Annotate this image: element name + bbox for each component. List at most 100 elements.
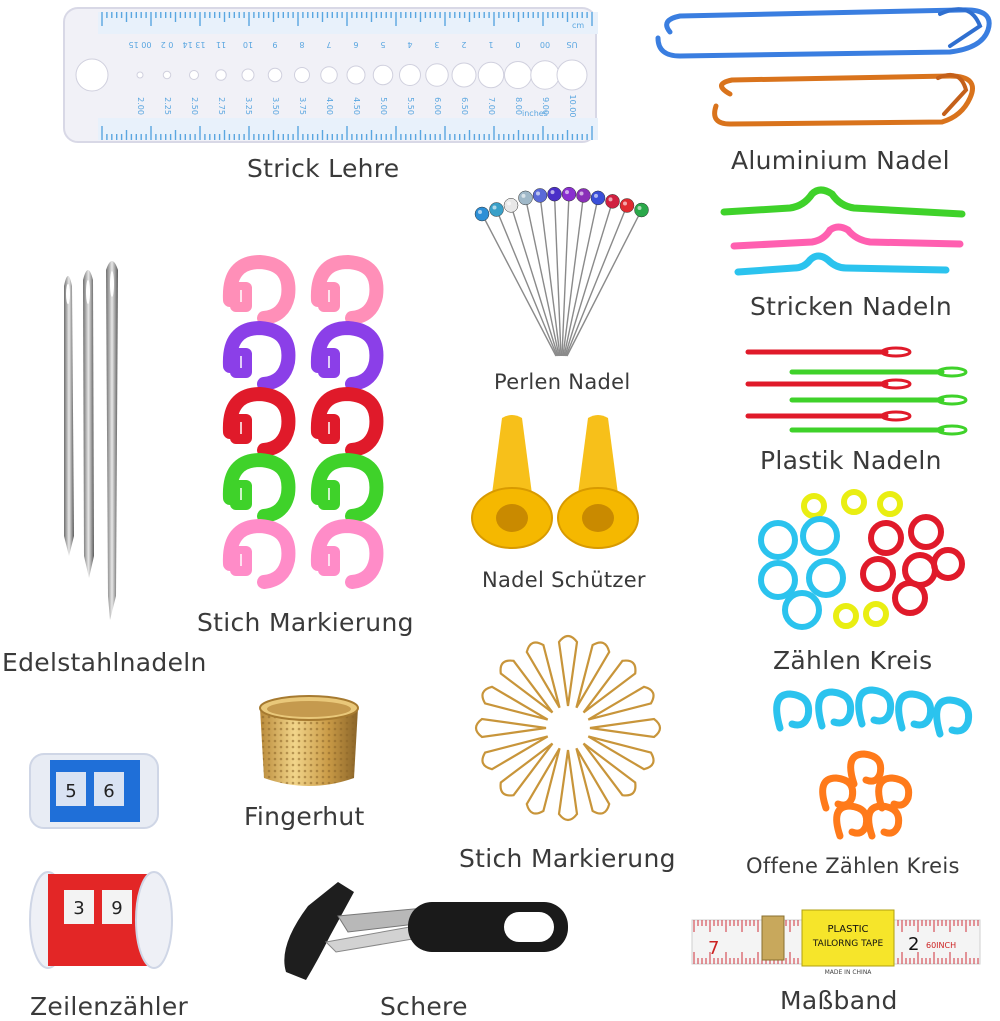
gauge-mm-size: 8.00	[514, 97, 523, 115]
plastic-needle-eye	[936, 366, 968, 378]
gauge-hole	[346, 65, 366, 85]
pin-head	[547, 186, 562, 202]
stitch-marker	[310, 386, 384, 457]
stitch-marker	[310, 518, 384, 589]
pin-head	[518, 190, 533, 206]
open-ring	[847, 750, 885, 788]
gauge-hole	[320, 66, 338, 84]
cable-needles	[720, 184, 970, 284]
label-perlen-nadel: Perlen Nadel	[494, 370, 631, 394]
pin-shaft	[495, 209, 558, 357]
open-ring	[773, 690, 813, 732]
gauge-mm-size: 4.00	[325, 97, 334, 115]
gauge-hole	[372, 64, 394, 86]
pin-head	[489, 202, 504, 217]
row-counter-red: 3 9	[28, 868, 174, 972]
thread-snips-scissors	[278, 876, 578, 988]
open-ring	[865, 802, 903, 840]
coilless-pin	[474, 717, 547, 739]
locking-stitch-markers	[218, 254, 388, 589]
gauge-inch-label: inches	[522, 109, 548, 118]
plastic-needle-eye	[880, 378, 912, 390]
coilless-pin	[589, 717, 662, 739]
gauge-hole	[136, 71, 144, 79]
gauge-mm-size: 5.50	[406, 97, 415, 115]
coilless-pin	[587, 735, 655, 771]
gauge-us-size: 10	[243, 40, 253, 49]
pin-highlight	[623, 201, 627, 206]
gauge-us-size: 0 2	[161, 40, 174, 49]
label-fingerhut: Fingerhut	[244, 802, 365, 831]
gauge-hole	[451, 62, 477, 88]
gauge-us-size: 13 14	[183, 40, 206, 49]
gauge-us-size: 0	[515, 40, 520, 49]
plastic-needle-eye	[880, 410, 912, 422]
gauge-us-size: 1	[488, 40, 493, 49]
gauge-hole	[399, 64, 421, 86]
coilless-pin	[575, 747, 611, 815]
open-ring	[933, 696, 973, 738]
steel-darning-needles	[52, 256, 132, 626]
pin-shaft	[561, 194, 570, 357]
plastic-needle-eye	[936, 394, 968, 406]
open-ring	[875, 774, 913, 812]
pin-head	[561, 186, 577, 202]
pin-highlight	[507, 201, 511, 206]
tape-measure: 7 2 60INCH PLASTIC TAILORNG TAPE MADE IN…	[690, 909, 982, 980]
gauge-hole	[162, 70, 172, 80]
counting-ring	[758, 520, 798, 560]
stitch-marker	[310, 320, 384, 391]
coilless-pin	[557, 634, 579, 707]
gauge-mm-size: 2.75	[217, 97, 226, 115]
plastic-needles	[744, 342, 970, 442]
coilless-pin	[587, 685, 655, 721]
coilless-stitch-markers	[468, 628, 668, 828]
counting-ring	[800, 516, 840, 556]
gauge-cm-label: cm	[572, 21, 584, 30]
gauge-us-size: 5	[380, 40, 385, 49]
gauge-hole	[215, 69, 227, 81]
label-strick-lehre: Strick Lehre	[247, 154, 400, 183]
gauge-us-size: 7	[326, 40, 331, 49]
stitch-marker	[310, 452, 384, 523]
pin-head	[503, 198, 519, 213]
row-counter-red-right-digit: 9	[111, 898, 122, 919]
pin-shaft	[481, 213, 557, 357]
pin-highlight	[550, 190, 555, 195]
label-edelstahlnadeln: Edelstahlnadeln	[2, 648, 207, 677]
counting-ring	[908, 514, 944, 550]
pin-head	[634, 202, 649, 218]
gauge-hole	[425, 63, 449, 87]
label-stich-markierung-1: Stich Markierung	[197, 608, 414, 637]
pin-shaft	[565, 205, 628, 357]
pin-head	[474, 206, 490, 222]
counting-ring	[801, 493, 827, 519]
pin-shaft	[566, 209, 643, 357]
gauge-us-size: 11	[216, 40, 226, 49]
gauge-mm-size: 4.50	[352, 97, 361, 115]
counting-ring	[931, 547, 965, 581]
coilless-pin	[499, 742, 554, 797]
gauge-mm-size: 3.50	[271, 97, 280, 115]
pin-shaft	[563, 197, 599, 357]
counting-ring	[863, 601, 889, 627]
label-zeilenzaehler: Zeilenzähler	[30, 992, 189, 1021]
pin-head	[619, 198, 635, 213]
gauge-us-size: 4	[407, 40, 412, 49]
open-ring	[815, 688, 855, 730]
label-schere: Schere	[380, 992, 468, 1021]
coilless-pin	[582, 659, 637, 714]
gauge-mm-size: 10.00	[568, 95, 577, 118]
gauge-mm-size: 2.25	[163, 97, 172, 115]
pin-shaft	[510, 205, 559, 357]
label-plastik-nadeln: Plastik Nadeln	[760, 446, 942, 475]
row-counter-red-left-digit: 3	[73, 898, 84, 919]
pin-highlight	[565, 190, 569, 195]
label-massband: Maßband	[780, 986, 898, 1015]
pin-highlight	[579, 191, 584, 196]
pearl-head-pins	[470, 186, 660, 362]
pin-head	[576, 188, 591, 203]
protector-opening	[496, 504, 528, 532]
pin-shaft	[562, 195, 585, 357]
